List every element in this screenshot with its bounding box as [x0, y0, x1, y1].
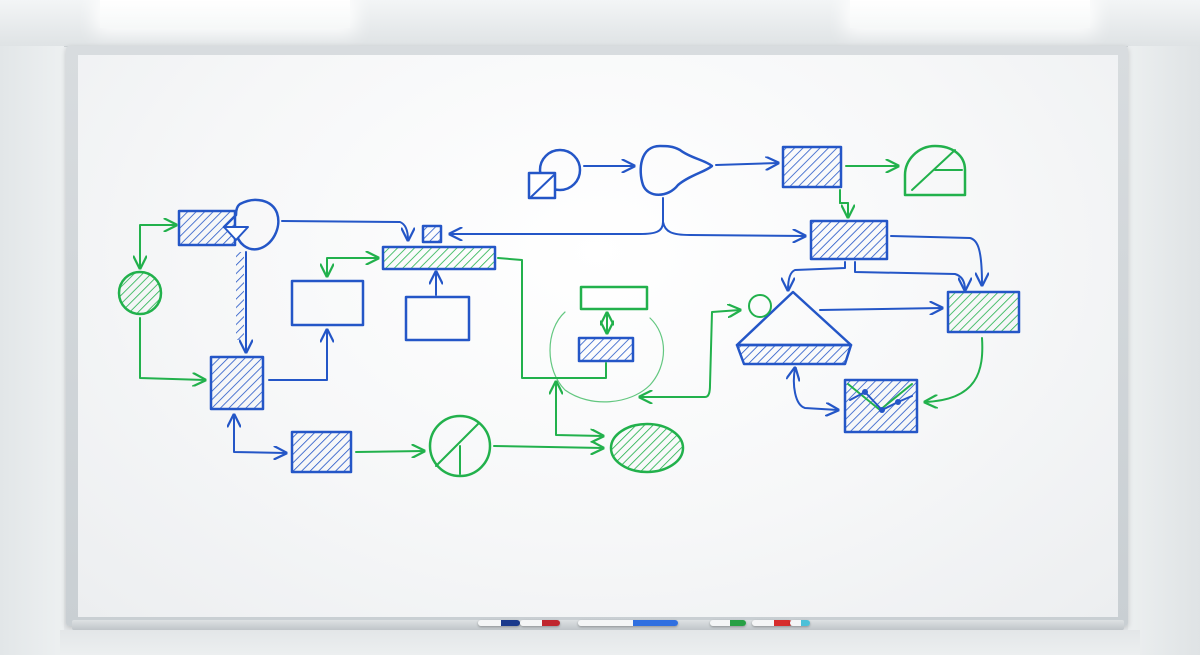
hatched-box-right-middle: [809, 219, 889, 261]
arrow: [819, 308, 942, 310]
arrow: [715, 163, 778, 165]
marker-pen: [478, 620, 520, 626]
wall-right: [1128, 46, 1200, 655]
green-outline-box: [579, 285, 649, 311]
arrow: [355, 451, 424, 452]
empty-box-left: [290, 279, 365, 327]
marker-pen: [752, 620, 792, 626]
green-circle-gauge: [428, 414, 492, 478]
green-semicircle-shape: [903, 144, 967, 197]
triangle-shape: [735, 290, 853, 347]
small-square-top: [421, 224, 443, 244]
wall-left: [0, 46, 64, 655]
marker-pen: [520, 620, 560, 626]
hatched-box-left: [209, 355, 265, 411]
hatched-box-center: [577, 336, 635, 363]
start-circle: [538, 148, 582, 192]
whiteboard-surface: [78, 55, 1118, 617]
marker-pen: [578, 620, 678, 626]
rounded-diamond-shape: [222, 198, 280, 251]
empty-box-center: [404, 295, 471, 342]
floor: [60, 630, 1140, 655]
ceiling-light: [100, 0, 350, 28]
green-hatched-bar: [381, 245, 497, 271]
hatched-box-bottom-left: [290, 430, 353, 474]
ceiling: [0, 0, 1200, 47]
green-hatched-ellipse: [609, 422, 685, 474]
green-hatched-box-right: [946, 290, 1021, 334]
teardrop-shape: [639, 144, 714, 196]
marker-pen: [710, 620, 746, 626]
hatched-box-top-right: [781, 145, 843, 189]
marker-pen: [790, 620, 810, 626]
hatched-trapezoid: [735, 343, 853, 366]
arrow: [493, 446, 603, 448]
ceiling-light: [850, 0, 1090, 28]
green-hatched-circle: [117, 270, 163, 316]
